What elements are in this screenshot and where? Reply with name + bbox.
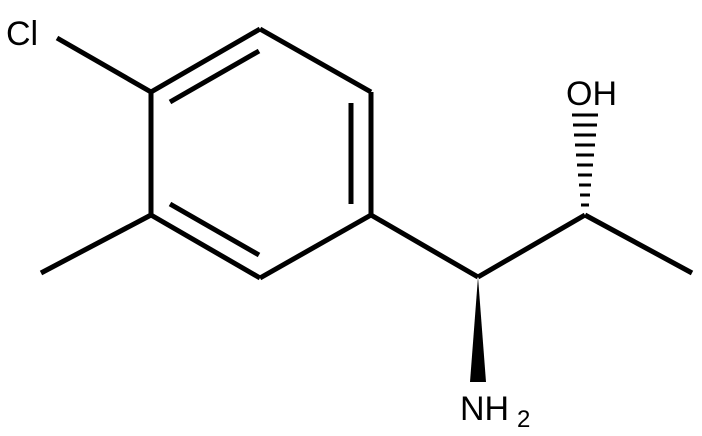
ring-bond-c2-c3	[258, 26, 373, 95]
bond-c-alpha-c-beta	[476, 212, 587, 280]
bond-c-beta-methyl	[583, 212, 694, 276]
bond-ring-methyl	[39, 212, 153, 276]
ring-double-bond-inner-bottom	[168, 201, 261, 258]
amine-label: NH	[460, 390, 509, 428]
ring-bond-c5-c6	[149, 212, 262, 281]
amine-subscript: 2	[517, 406, 530, 433]
ring-bond-c1-c2	[149, 26, 262, 95]
ring-double-bond-inner-top	[168, 48, 261, 105]
substituents	[39, 35, 694, 280]
chlorine-label: Cl	[6, 15, 38, 53]
benzene-ring	[148, 26, 374, 281]
bond-c-cl	[55, 35, 153, 95]
hydroxyl-label: OH	[566, 75, 617, 113]
bond-ring-c-alpha	[369, 212, 480, 280]
hashed-bond-hydroxyl	[572, 113, 598, 207]
wedge-bond-amine	[470, 277, 486, 382]
ring-bond-c4-c5	[258, 212, 373, 281]
